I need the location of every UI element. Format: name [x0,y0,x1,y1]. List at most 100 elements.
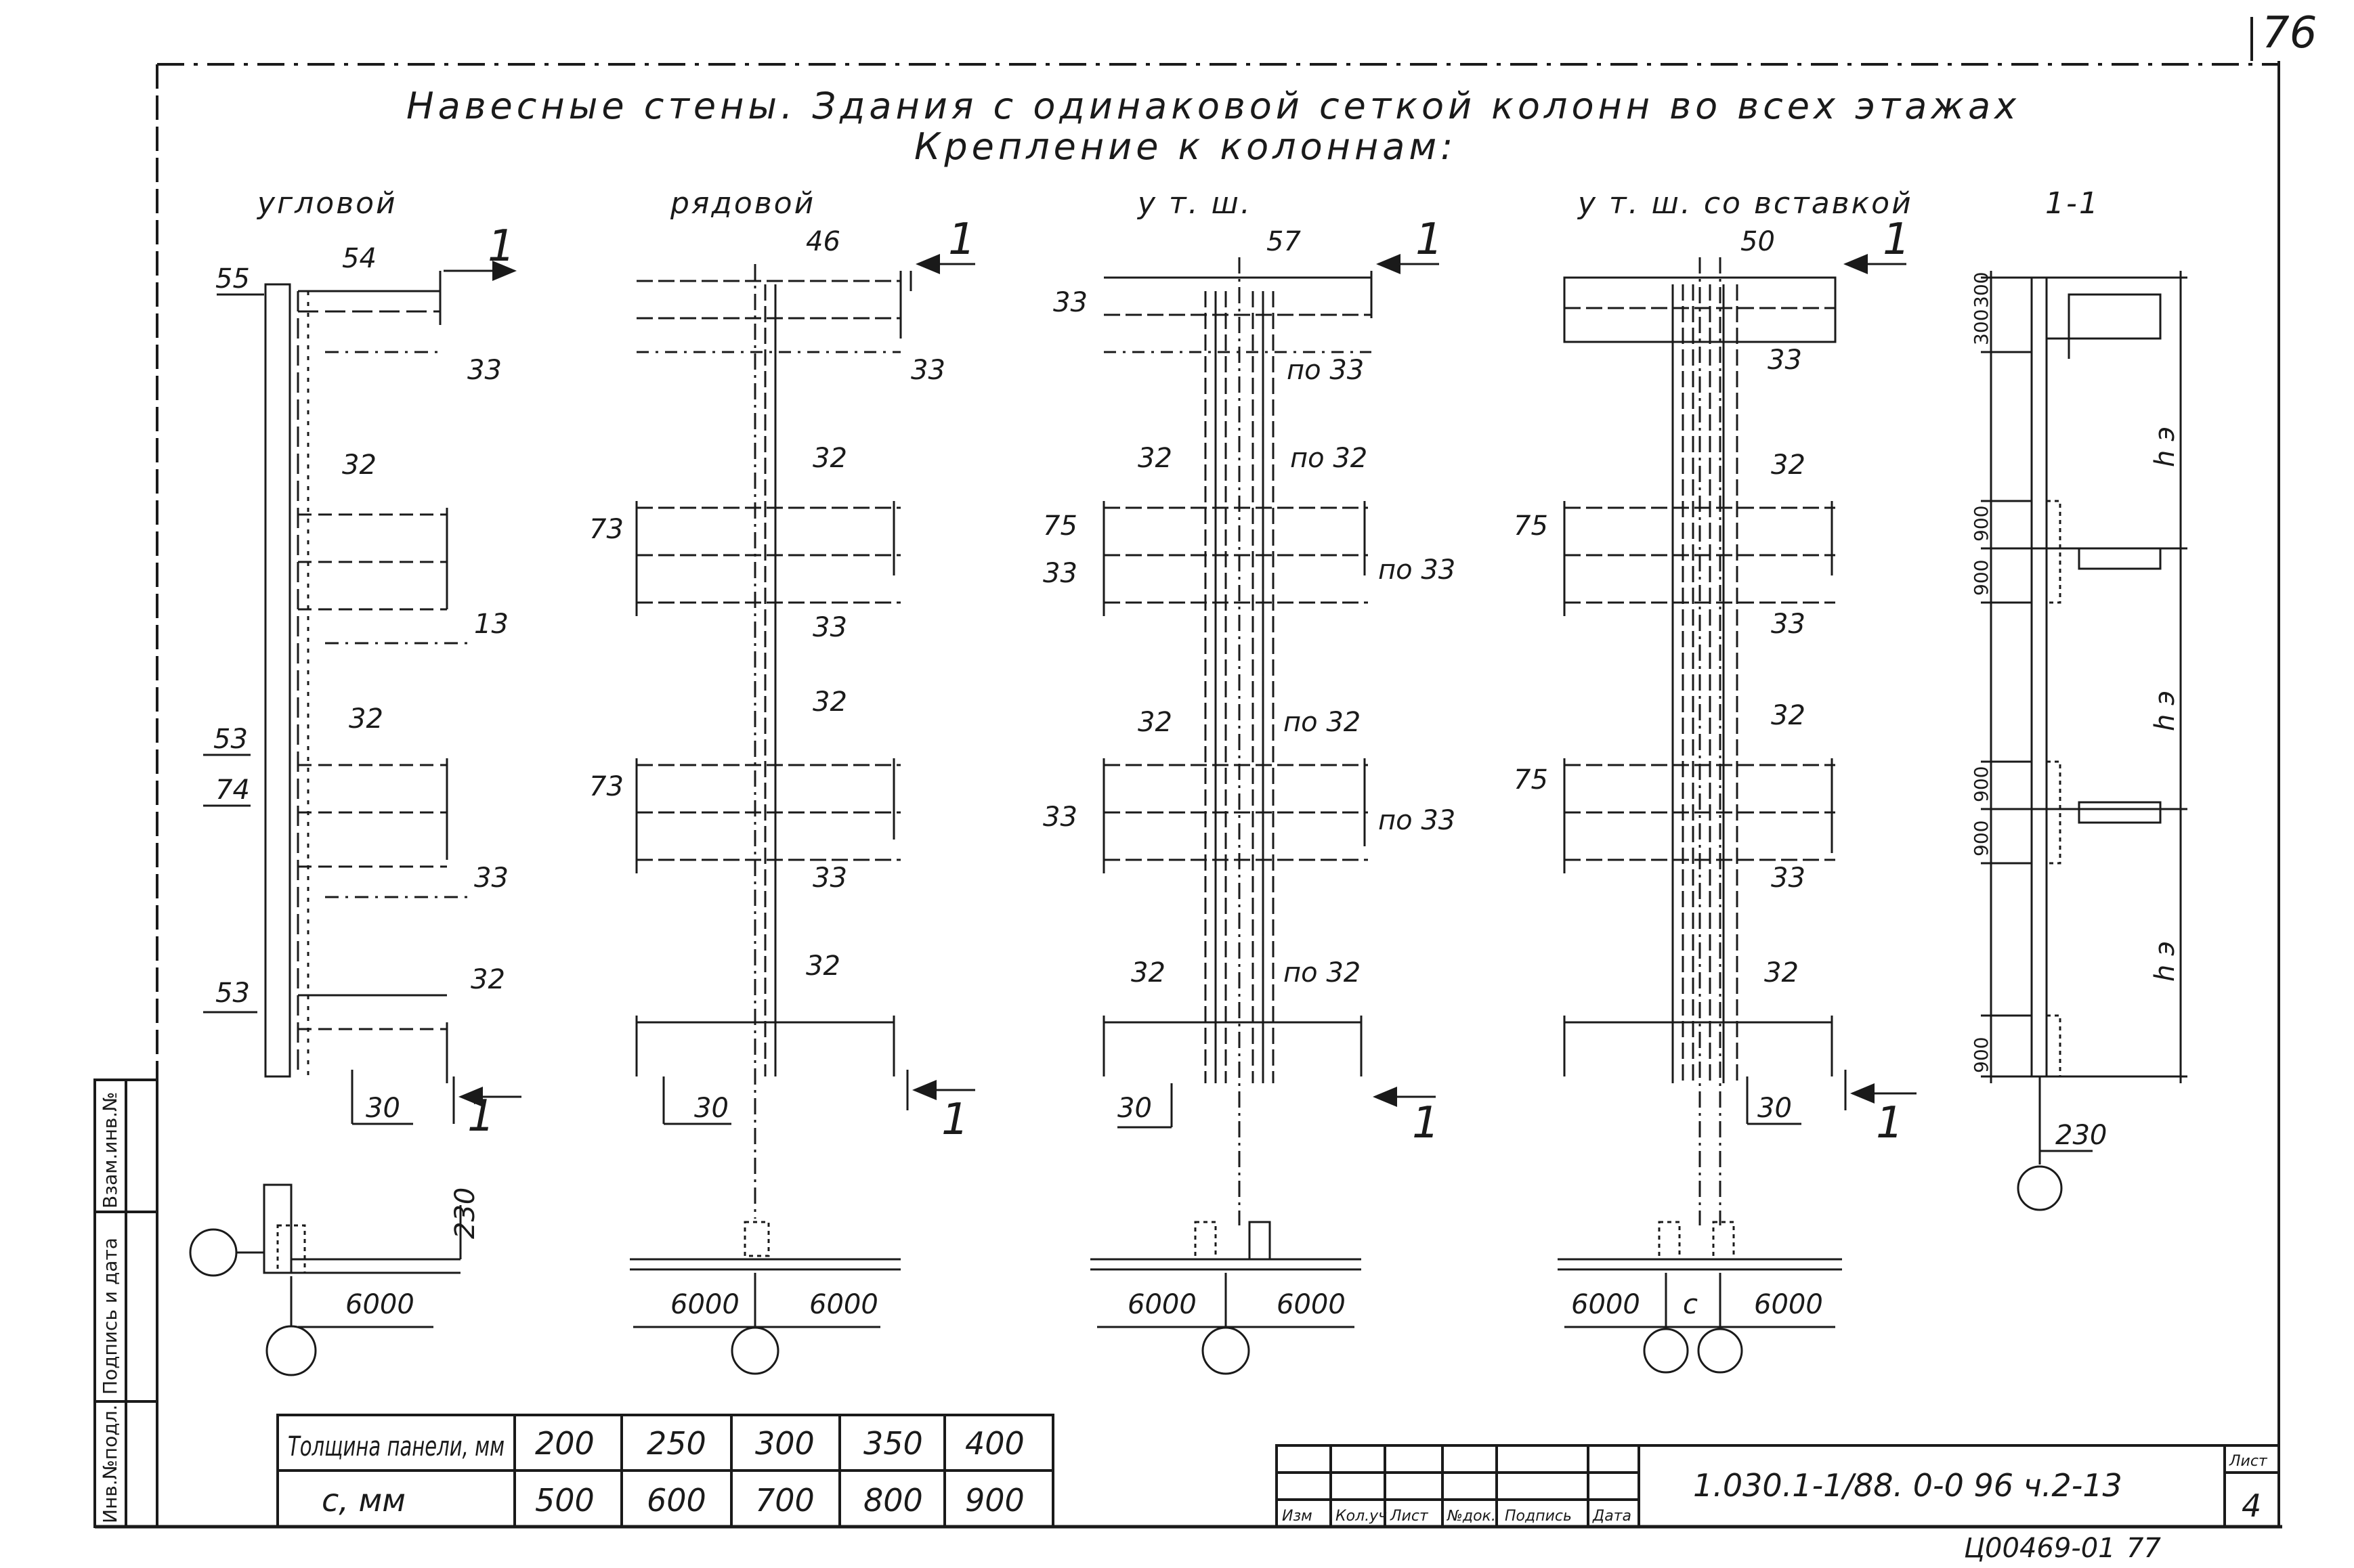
label-section: 1-1 [2045,186,2100,221]
svg-text:300: 300 [1970,272,1992,308]
svg-text:по 33: по 33 [1378,805,1455,836]
svg-text:30: 30 [366,1093,400,1124]
dims-row: 46 1 33 32 73 33 32 73 33 32 30 1 6000 6… [589,215,976,1320]
svg-text:230: 230 [450,1188,481,1239]
label-row: рядовой [670,186,815,221]
svg-text:30: 30 [694,1093,729,1124]
svg-text:по 32: по 32 [1283,957,1361,988]
svg-text:c, мм: c, мм [322,1482,406,1519]
svg-text:1: 1 [1876,1098,1904,1148]
svg-text:30: 30 [1117,1093,1152,1124]
view-corner [189,261,521,1376]
svg-text:53: 53 [215,978,250,1009]
svg-text:400: 400 [965,1425,1025,1462]
svg-text:1: 1 [1415,215,1443,265]
view-row [630,254,975,1375]
svg-text:c: c [1683,1289,1698,1320]
svg-text:32: 32 [1138,443,1172,474]
view-section [1981,271,2187,1211]
svg-text:32: 32 [1771,450,1805,481]
svg-text:1: 1 [1412,1098,1440,1148]
sheet-number: 4 [2242,1487,2261,1524]
svg-text:350: 350 [863,1425,923,1462]
svg-text:800: 800 [863,1482,923,1519]
svg-text:57: 57 [1266,226,1301,257]
svg-text:200: 200 [535,1425,595,1462]
svg-text:32: 32 [349,703,383,735]
label-ts: у т. ш. [1136,186,1252,221]
svg-text:h э: h э [2149,691,2181,731]
title-block [1275,1444,2280,1528]
svg-text:33: 33 [1771,863,1805,894]
svg-text:Взам.инв.№: Взам.инв.№ [99,1092,121,1208]
svg-text:74: 74 [215,775,250,806]
svg-text:6000: 6000 [345,1289,414,1320]
svg-text:73: 73 [589,771,624,802]
svg-text:1: 1 [948,215,976,265]
svg-text:500: 500 [535,1482,595,1519]
svg-text:Кол.уч: Кол.уч [1335,1508,1387,1525]
svg-text:1: 1 [467,1091,495,1141]
svg-text:33: 33 [813,863,847,894]
svg-text:300: 300 [1970,309,1992,345]
svg-text:75: 75 [1514,510,1548,542]
svg-text:по 33: по 33 [1287,355,1364,386]
svg-text:33: 33 [1768,345,1802,376]
table-text: Толщина панели, мм 200 250 300 350 400 c… [288,1425,1025,1519]
svg-text:75: 75 [1043,510,1077,542]
title-block-text: Изм Кол.уч Лист №док. Подпись Дата 1.030… [1282,1453,2268,1525]
bottom-num: 77 [2126,1533,2161,1564]
svg-text:по 32: по 32 [1283,707,1361,738]
dims-section: 300 300 900 900 900 900 900 h э h э h э … [1970,272,2181,1151]
svg-text:32: 32 [471,964,505,995]
svg-text:900: 900 [1970,506,1992,542]
svg-text:900: 900 [965,1482,1025,1519]
svg-text:32: 32 [1771,700,1805,731]
svg-text:Подпись: Подпись [1505,1508,1572,1525]
svg-text:по 32: по 32 [1290,443,1367,474]
svg-text:33: 33 [813,612,847,643]
svg-text:Инв.№подл.: Инв.№подл. [99,1405,121,1523]
svg-text:33: 33 [474,863,509,894]
svg-text:32: 32 [813,687,847,718]
thickness-table [276,1414,1054,1528]
svg-text:№док.: №док. [1447,1508,1496,1525]
svg-text:33: 33 [1043,802,1077,833]
svg-text:6000: 6000 [1128,1289,1197,1320]
svg-text:33: 33 [1043,558,1077,589]
svg-text:33: 33 [1771,609,1805,640]
svg-text:32: 32 [1131,957,1165,988]
page-number-top: 76 [2262,8,2317,58]
svg-text:300: 300 [755,1425,815,1462]
svg-text:1: 1 [941,1095,969,1145]
svg-text:75: 75 [1514,764,1548,796]
svg-text:50: 50 [1740,226,1775,257]
svg-text:600: 600 [647,1482,706,1519]
svg-text:1: 1 [1883,215,1910,265]
dims-ts: 57 1 33 по 33 32 по 32 75 по 33 33 32 по… [1043,215,1455,1320]
svg-text:33: 33 [1053,287,1088,318]
bottom-code: Ц00469-01 [1964,1533,2116,1564]
svg-text:53: 53 [213,724,248,755]
svg-text:30: 30 [1757,1093,1792,1124]
svg-text:32: 32 [342,450,377,481]
svg-text:32: 32 [1764,957,1799,988]
label-ts-insert: у т. ш. со вставкой [1577,186,1913,221]
dims-corner: 55 54 1 33 32 13 53 32 74 33 53 32 30 1 … [213,221,515,1320]
svg-text:6000: 6000 [1277,1289,1346,1320]
svg-text:900: 900 [1970,1037,1992,1073]
side-stamp-text: Инв.№подл. Подпись и дата Взам.инв.№ [99,1092,121,1523]
title-line-1: Навесные стены. Здания с одинаковой сетк… [406,85,2020,127]
svg-text:h э: h э [2149,427,2181,467]
svg-text:900: 900 [1970,560,1992,596]
svg-text:Лист: Лист [1390,1508,1429,1525]
svg-text:6000: 6000 [1754,1289,1823,1320]
svg-text:900: 900 [1970,766,1992,802]
svg-text:32: 32 [1138,707,1172,738]
svg-text:Дата: Дата [1592,1508,1631,1525]
svg-text:55: 55 [215,263,250,295]
view-ts-insert [1558,254,1917,1374]
svg-text:6000: 6000 [670,1289,740,1320]
svg-text:32: 32 [813,443,847,474]
